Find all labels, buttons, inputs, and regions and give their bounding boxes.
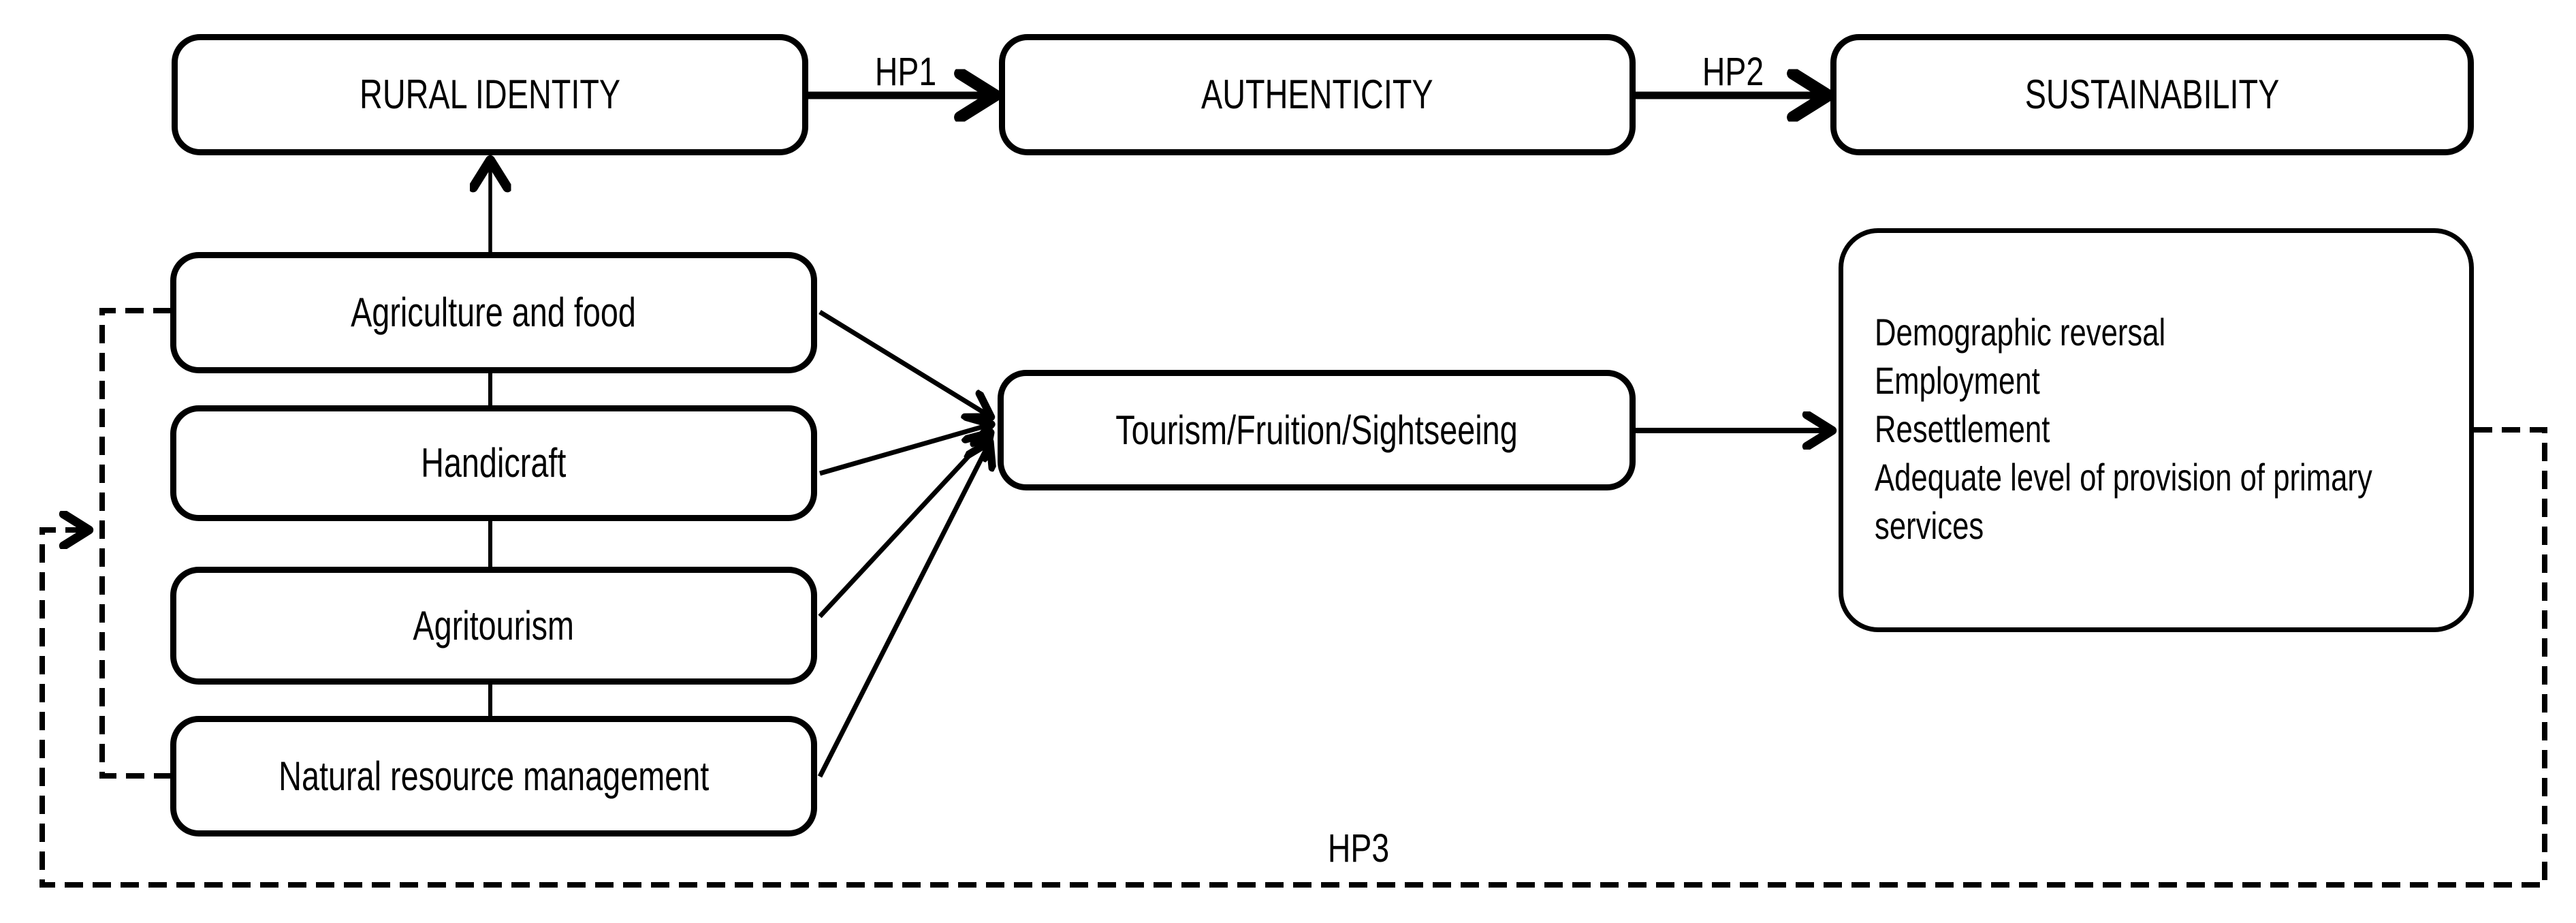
node-rural-identity: RURAL IDENTITY	[172, 34, 808, 155]
node-handicraft-label: Handicraft	[421, 440, 567, 486]
node-agriculture-and-food: Agriculture and food	[170, 252, 817, 373]
node-sustainability: SUSTAINABILITY	[1830, 34, 2474, 155]
node-natural-resource-management-label: Natural resource management	[278, 753, 710, 799]
hp3-label: HP3	[1327, 826, 1390, 871]
node-agritourism: Agritourism	[170, 567, 817, 685]
outcomes-list: Demographic reversal Employment Resettle…	[1875, 308, 2467, 550]
driver-to-tourism-arrows	[817, 310, 989, 778]
outcome-demographic-reversal: Demographic reversal	[1875, 311, 2166, 354]
hp1-label: HP1	[874, 50, 937, 94]
outcome-resettlement: Resettlement	[1875, 407, 2050, 450]
outcome-primary-services: Adequate level of provision of primary s…	[1875, 456, 2372, 547]
node-natural-resource-management: Natural resource management	[170, 716, 817, 836]
node-authenticity-label: AUTHENTICITY	[1201, 72, 1433, 117]
hp2-label: HP2	[1702, 50, 1764, 94]
node-outcomes	[1839, 228, 2474, 632]
node-handicraft: Handicraft	[170, 405, 817, 521]
node-authenticity: AUTHENTICITY	[999, 34, 1636, 155]
node-tourism-fruition-sightseeing: Tourism/Fruition/Sightseeing	[998, 370, 1636, 490]
node-tourism-fruition-sightseeing-label: Tourism/Fruition/Sightseeing	[1115, 407, 1518, 453]
drivers-dashed-bracket	[99, 308, 172, 779]
node-agritourism-label: Agritourism	[413, 602, 575, 648]
node-sustainability-label: SUSTAINABILITY	[2024, 72, 2280, 117]
hp3-dashed-loop	[39, 427, 2547, 888]
node-agriculture-and-food-label: Agriculture and food	[351, 290, 637, 335]
node-rural-identity-label: RURAL IDENTITY	[359, 72, 621, 117]
outcome-employment: Employment	[1875, 359, 2040, 402]
